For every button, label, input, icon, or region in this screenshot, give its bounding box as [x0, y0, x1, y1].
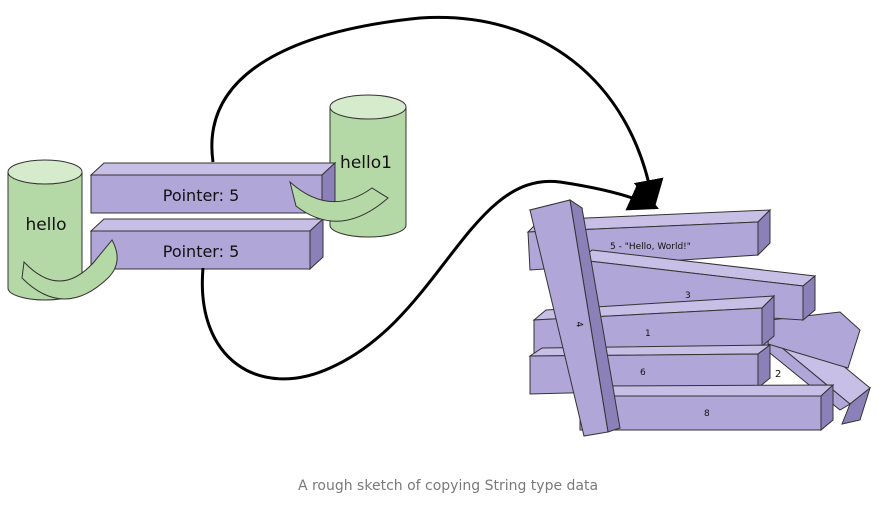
heap-block-5-label: 5 - "Hello, World!": [610, 242, 691, 252]
arrow-top-pointer: [210, 15, 664, 210]
pointer-top-label: Pointer: 5: [163, 186, 240, 205]
heap-block-1-label: 1: [645, 329, 651, 339]
heap-block-3-label: 3: [685, 291, 691, 301]
heap-block-8-label: 8: [704, 409, 710, 419]
pointer-block-bottom: Pointer: 5: [89, 217, 325, 271]
heap-block-4: 4: [528, 198, 621, 437]
arrow-bottom-pointer: [200, 179, 659, 381]
hello1-connector-arc: [289, 180, 389, 222]
hello1-label: hello1: [340, 153, 392, 173]
pointer-bottom-label: Pointer: 5: [163, 242, 240, 261]
figure-caption: A rough sketch of copying String type da…: [297, 478, 599, 494]
heap-block-2-label: 2: [775, 369, 781, 380]
hello-label: hello: [25, 215, 66, 235]
heap-block-8: 8: [578, 383, 835, 432]
heap-block-4-label: 4: [573, 321, 584, 329]
hello-connector-arc: [21, 239, 118, 300]
heap-block-6-label: 6: [640, 368, 646, 378]
pointer-block-top: Pointer: 5: [89, 161, 337, 215]
